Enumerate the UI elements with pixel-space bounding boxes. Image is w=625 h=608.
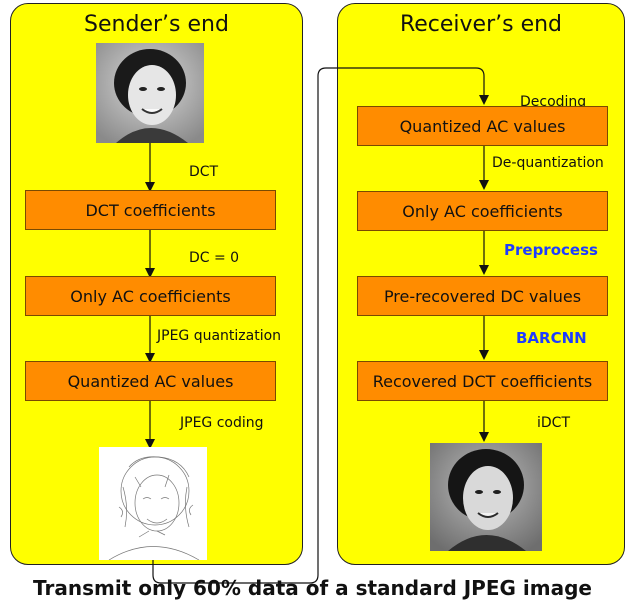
label-preprocess: Preprocess (504, 241, 598, 259)
label-dequantization: De-quantization (492, 155, 604, 171)
sender-output-sketch (99, 447, 207, 560)
box-quantized-ac-receiver: Quantized AC values (357, 106, 608, 146)
box-pre-recovered-dc: Pre-recovered DC values (357, 276, 608, 316)
sender-input-photo (96, 43, 204, 143)
label-dct: DCT (189, 164, 219, 180)
box-quantized-ac-sender: Quantized AC values (25, 361, 276, 401)
label-jpeg-coding: JPEG coding (180, 415, 264, 431)
label-dc-zero: DC = 0 (189, 250, 240, 266)
figure-caption: Transmit only 60% data of a standard JPE… (33, 576, 592, 600)
transmission-line (152, 67, 489, 584)
receiver-output-photo (430, 443, 542, 551)
sender-title: Sender’s end (84, 12, 229, 37)
box-recovered-dct: Recovered DCT coefficients (357, 361, 608, 401)
box-only-ac-sender: Only AC coefficients (25, 276, 276, 316)
box-only-ac-receiver: Only AC coefficients (357, 191, 608, 231)
label-idct: iDCT (537, 415, 570, 431)
label-barcnn: BARCNN (516, 329, 587, 347)
box-dct-coefficients: DCT coefficients (25, 190, 276, 230)
receiver-title: Receiver’s end (399, 12, 563, 37)
label-jpeg-quantization: JPEG quantization (157, 328, 282, 344)
